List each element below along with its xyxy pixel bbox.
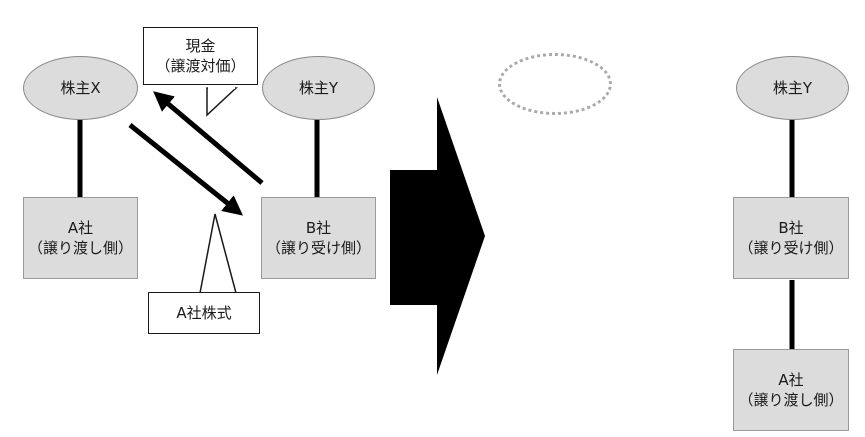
company-b-box: B社 （譲り受け側） [261,197,376,279]
shareholder-y: 株主Y [262,56,375,120]
company-b-box-after: B社 （譲り受け側） [733,197,849,279]
company-a-name: A社 [67,219,94,237]
cash-callout: 現金 （譲渡対価） [143,27,258,85]
cash-callout-tail [206,87,238,117]
transition-arrow [390,97,485,375]
company-a-role: （譲り渡し側） [27,239,133,257]
shareholder-y-after: 株主Y [736,56,849,120]
shareholder-x: 株主X [23,56,138,120]
cash-flow-arrow [153,91,264,185]
company-a-box-after: A社 （譲り渡し側） [733,349,849,431]
removed-shareholder-placeholder [498,53,612,115]
shares-callout-tail [199,213,237,294]
shares-flow-arrow [128,123,244,216]
company-b-role: （譲り受け側） [265,239,371,257]
shares-callout: A社株式 [148,292,260,334]
company-a-box: A社 （譲り渡し側） [23,197,138,279]
company-b-name: B社 [305,219,332,237]
